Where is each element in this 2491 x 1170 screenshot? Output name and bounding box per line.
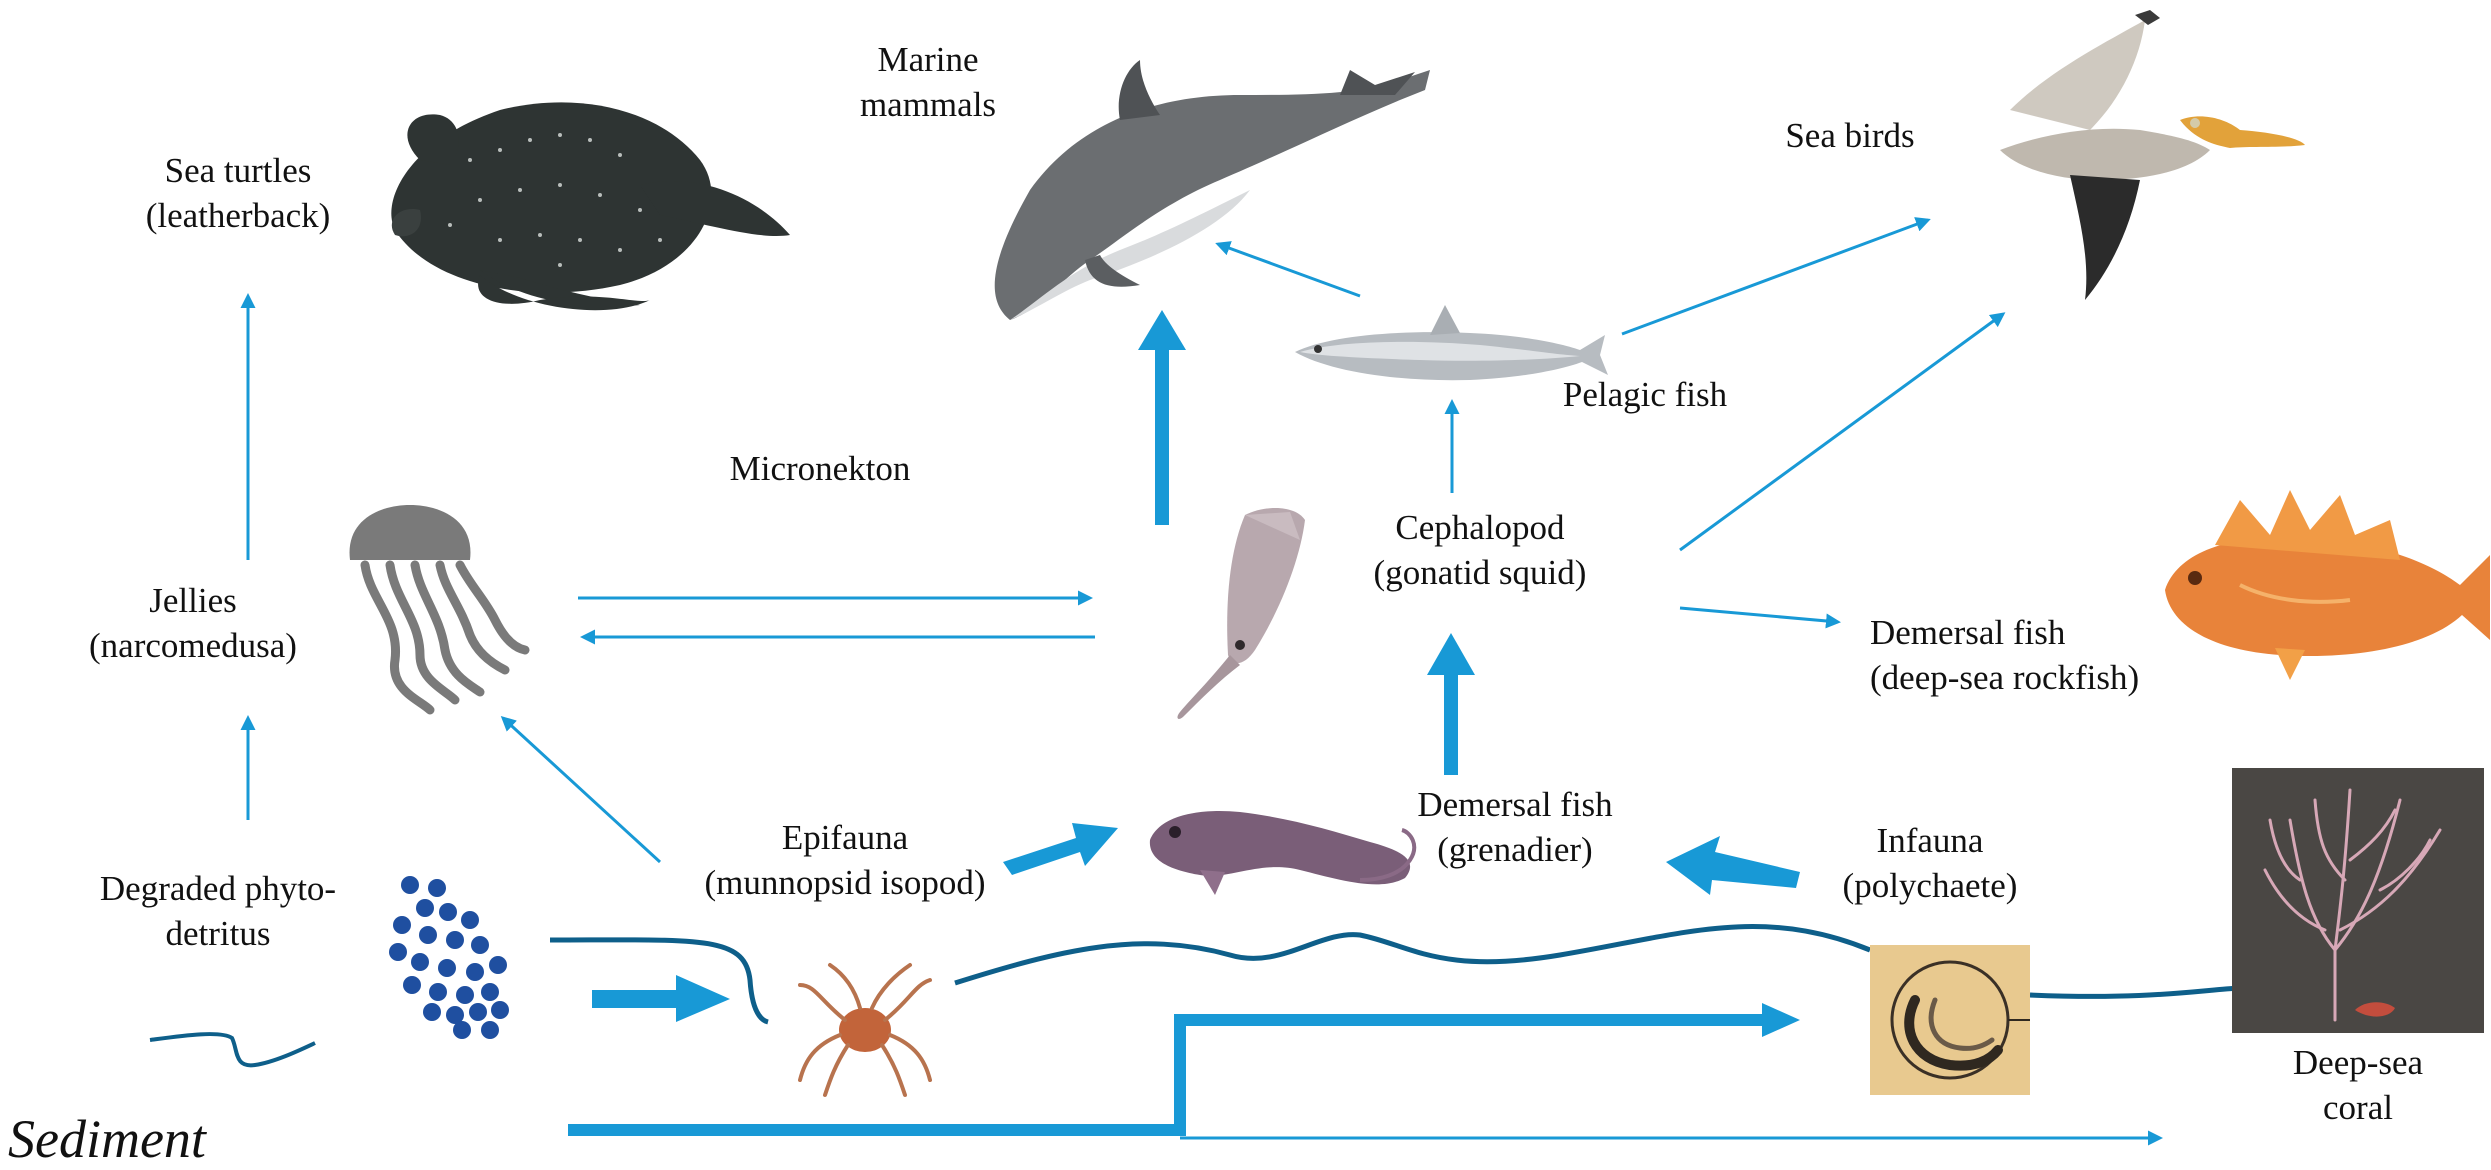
anchovy-icon [1295, 305, 1608, 380]
rockfish-icon [2165, 490, 2490, 680]
sea-turtle-icon [391, 102, 790, 310]
label-sea-turtles: Sea turtles (leatherback) [108, 148, 368, 238]
thick-arrow-bottom-to-polychaete [568, 1003, 1800, 1130]
label-sediment: Sediment [8, 1108, 206, 1170]
arrow-isopod-to-jellies [503, 718, 660, 862]
detritus-squiggle [150, 1034, 315, 1065]
phytodetritus-particles [389, 876, 509, 1039]
label-micronekton: Micronekton [690, 446, 950, 491]
label-epifauna: Epifauna (munnopsid isopod) [675, 815, 1015, 905]
pelican-icon [2000, 10, 2305, 300]
label-jellies: Jellies (narcomedusa) [58, 578, 328, 668]
sediment-surface-line [550, 940, 768, 1022]
thick-arrow-polychaete-to-grenadier [1666, 836, 1800, 895]
sediment-surface-line [2030, 988, 2240, 996]
arrow-cephalopod-to-rockfish [1680, 608, 1838, 622]
thick-arrow-detritus-to-crab [592, 975, 730, 1022]
arrow-cephalopod-to-seabirds [1680, 314, 2003, 550]
sediment-surface-line [955, 927, 1870, 983]
arrow-pelagic-to-mammals [1218, 244, 1360, 296]
thick-arrow-isopod-to-grenadier [1003, 823, 1118, 875]
label-phytodetritus: Degraded phyto- detritus [68, 866, 368, 956]
thick-arrow-grenadier-to-cephalopod [1427, 633, 1475, 775]
label-demersal-grenadier: Demersal fish (grenadier) [1390, 782, 1640, 872]
dolphin-icon [995, 60, 1430, 320]
arrow-pelagic-to-seabirds [1622, 220, 1928, 334]
squid-icon [1177, 508, 1305, 719]
label-pelagic-fish: Pelagic fish [1530, 372, 1760, 417]
crab-icon [800, 965, 930, 1095]
label-marine-mammals: Marine mammals [828, 37, 1028, 127]
jellyfish-icon [350, 505, 525, 710]
label-deep-sea-coral: Deep-sea coral [2248, 1040, 2468, 1130]
label-demersal-rockfish: Demersal fish (deep-sea rockfish) [1870, 610, 2200, 700]
grenadier-icon [1150, 811, 1414, 895]
label-cephalopod: Cephalopod (gonatid squid) [1340, 505, 1620, 595]
label-infauna: Infauna (polychaete) [1820, 818, 2040, 908]
polychaete-icon [1870, 945, 2030, 1095]
thick-arrow-micronekton-to-mammals [1138, 310, 1186, 525]
label-sea-birds: Sea birds [1740, 113, 1960, 158]
coral-icon [2232, 768, 2484, 1033]
